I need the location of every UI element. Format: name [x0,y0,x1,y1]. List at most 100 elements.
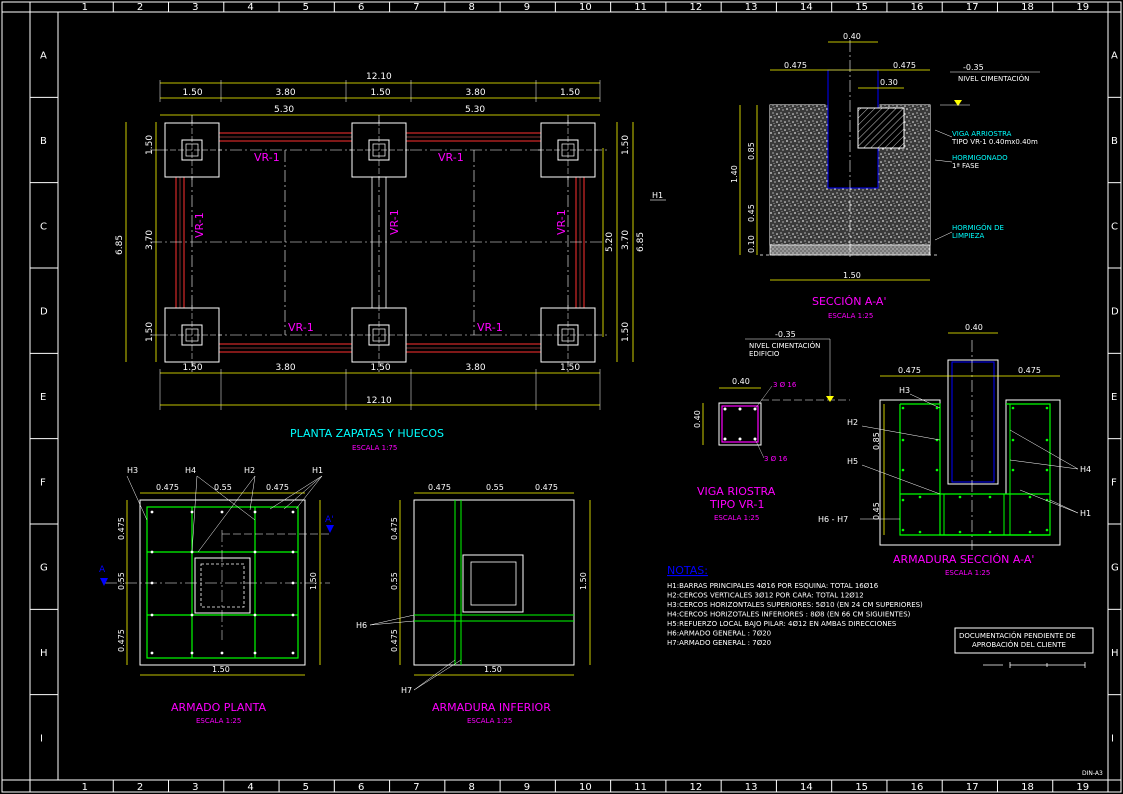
rebar-dot [918,495,922,499]
armado-dim-left-3: 0.475 [117,629,126,652]
grid-col-bottom-6: 6 [358,782,364,793]
grid-col-top-15: 15 [855,2,868,13]
note-line-5: H5:REFUERZO LOCAL BAJO PILAR: 4Ø12 EN AM… [667,620,897,628]
plan-dim-top-seg-5: 1.50 [560,88,580,98]
grid-row-left-F: F [40,477,46,488]
inferior-dim-left-2: 0.55 [390,572,399,590]
grid-col-bottom-19: 19 [1076,782,1089,793]
plan-footing [162,120,222,180]
grid-row-right-I: I [1111,733,1114,744]
armado-planta-bars [150,510,295,655]
plan-footing [349,305,409,365]
grid-row-left-B: B [40,136,47,147]
armadura-label-h4: H4 [1080,465,1091,474]
section-level-label: NIVEL CIMENTACIÓN [958,74,1029,83]
note-line-6: H6:ARMADO GENERAL : 7Ø20 [667,630,771,638]
note-line-1: H1:BARRAS PRINCIPALES 4Ø16 POR ESQUINA: … [667,582,879,590]
rebar-dot [150,510,154,514]
grid-row-right-C: C [1111,221,1118,232]
rebar-dot [1045,468,1049,472]
grid-col-top-19: 19 [1076,2,1089,13]
inferior-title: ARMADURA INFERIOR [432,701,551,714]
armadura-scale: ESCALA 1:25 [945,569,990,577]
grid-row-right-D: D [1111,307,1119,318]
armadura-dim-v-b: 0.45 [872,502,881,520]
plan-dim-left-seg-1: 1.50 [145,135,155,155]
plan-dim-left-seg-3: 1.50 [145,322,155,342]
notes-lines: H1:BARRAS PRINCIPALES 4Ø16 POR ESQUINA: … [667,582,923,647]
grid-row-right-B: B [1111,136,1118,147]
armado-title: ARMADO PLANTA [171,701,266,714]
plan-scale: ESCALA 1:75 [352,444,397,452]
rebar-dot [901,438,905,442]
approval-stamp: DOCUMENTACIÓN PENDIENTE DE APROBACIÓN DE… [954,627,1094,654]
section-level-value: -0.35 [963,63,984,72]
armadura-dim-left: 0.475 [898,366,921,375]
plan-dim-right-inner: 5.20 [605,232,615,252]
rebar-dot [291,651,295,655]
rebar-dot [901,498,905,502]
plan-vr-label-right: VR-1 [555,209,568,235]
rebar-dot [253,651,257,655]
beam-level-label-1: NIVEL CIMENTACIÓN [749,341,820,350]
plan-vr-label-left: VR-1 [193,212,206,238]
armadura-dim-right: 0.475 [1018,366,1041,375]
plan-vr-label-bottom-right: VR-1 [477,321,503,334]
plan-title: PLANTA ZAPATAS Y HUECOS [290,427,444,440]
plan-dim-left-total: 6.85 [115,235,125,255]
rebar-dot [901,468,905,472]
grid-col-bottom-14: 14 [800,782,813,793]
armado-dim-left-1: 0.475 [117,517,126,540]
scale-bar [983,662,1086,668]
plan-dim-bottom-seg-4: 3.80 [466,363,486,373]
rebar-dot [1011,406,1015,410]
grid-col-bottom-18: 18 [1021,782,1034,793]
section-label-conc-1: HORMIGONADO [952,154,1008,162]
grid-col-bottom-7: 7 [413,782,419,793]
beam-bars-top: 3 Ø 16 [773,381,797,389]
rebar-dot [220,651,224,655]
inferior-dim-left-1: 0.475 [390,517,399,540]
grid-col-top-1: 1 [82,2,88,13]
rebar-dot [190,651,194,655]
rebar-dot [1011,468,1015,472]
armado-cut-right: A' [325,515,334,525]
grid-row-right-E: E [1111,392,1117,403]
grid-col-top-11: 11 [634,2,647,13]
plan-dim-right-seg-1: 1.50 [621,135,631,155]
section-label-beam-2: TIPO VR-1 0.40mx0.40m [951,138,1038,146]
grid-col-bottom-2: 2 [137,782,143,793]
grid-col-bottom-11: 11 [634,782,647,793]
rebar-dot [150,613,154,617]
armado-dim-top-1: 0.475 [156,483,179,492]
rebar-dot [220,510,224,514]
section-aa: 0.40 0.475 0.475 0.30 -0.35 NIVEL CIMENT… [730,32,1040,320]
grid-col-top-3: 3 [192,2,198,13]
rebar-dot [901,528,905,532]
rebar-dot [988,530,992,534]
section-label-conc-2: 1ª FASE [952,162,979,170]
plan-footing [349,120,409,180]
plan-dim-bottom-seg-5: 1.50 [560,363,580,373]
rebar-dot [253,510,257,514]
grid-row-left-G: G [40,563,48,574]
grid-row-left-I: I [40,733,43,744]
rebar-dot [253,613,257,617]
plan-vr-label-bottom-left: VR-1 [288,321,314,334]
rebar-dot [1028,530,1032,534]
section-dim-v-total: 1.40 [730,165,739,183]
armadura-inferior: 0.475 0.55 0.475 0.475 0.55 0.475 1.50 1… [356,483,591,725]
section-title: SECCIÓN A-A' [812,295,886,308]
rebar-dot [150,651,154,655]
rebar-dot [150,581,154,585]
beam-title-2: TIPO VR-1 [709,498,764,511]
rebar-dot [253,550,257,554]
grid-col-bottom-8: 8 [468,782,474,793]
armadura-seccion: 0.40 0.475 0.475 0.85 0.45 H3 H2 H5 H6 -… [818,323,1091,577]
grid-col-bottom-13: 13 [745,782,758,793]
plan-dim-top-seg-1: 1.50 [183,88,203,98]
plan-h1-label: H1 [652,191,663,200]
